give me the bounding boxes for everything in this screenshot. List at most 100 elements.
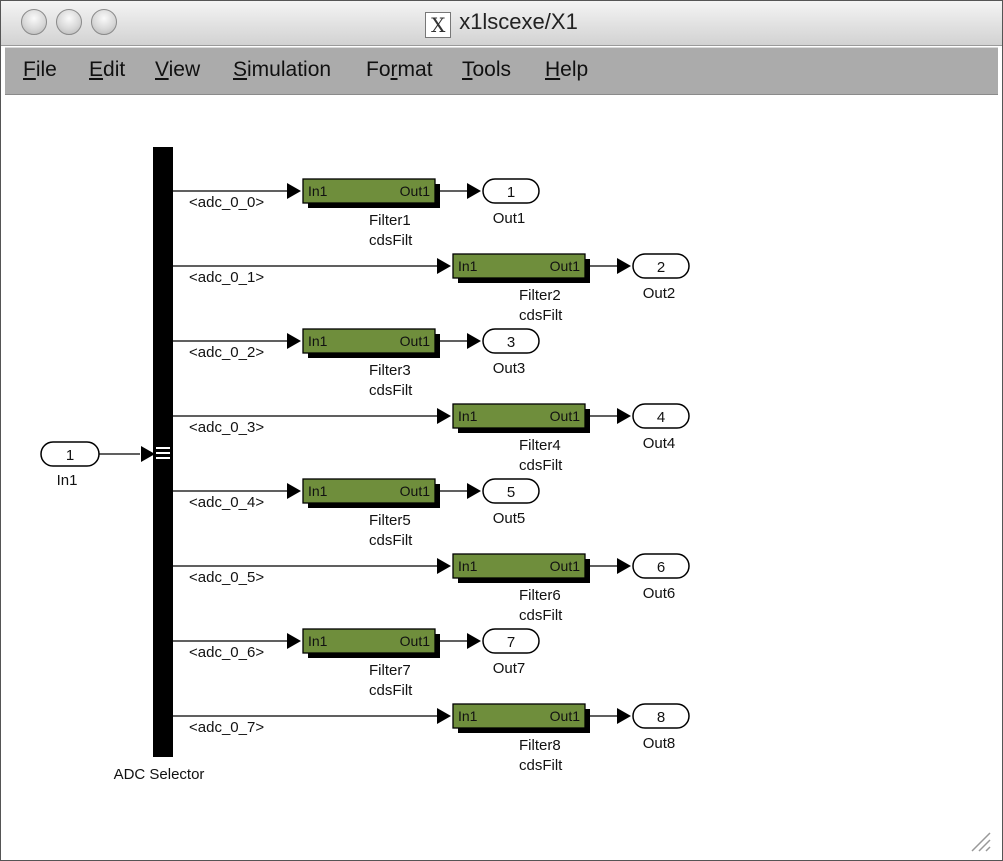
filter-type: cdsFilt — [369, 532, 413, 549]
filter-in-port-label: In1 — [458, 258, 478, 274]
block-input-arrow-icon — [437, 408, 451, 424]
filter-in-port-label: In1 — [458, 708, 478, 724]
outport-label: Out1 — [493, 210, 526, 227]
signal-label: <adc_0_6> — [189, 644, 264, 661]
outport-arrow-icon — [617, 408, 631, 424]
filter-name: Filter4 — [519, 437, 561, 454]
filter-in-port-label: In1 — [308, 183, 328, 199]
block-input-arrow-icon — [287, 333, 301, 349]
inport-label: In1 — [57, 472, 78, 489]
filter-type: cdsFilt — [369, 682, 413, 699]
menu-edit[interactable]: Edit — [89, 58, 126, 81]
inport-number: 1 — [66, 447, 74, 464]
filter-type: cdsFilt — [519, 757, 563, 774]
outport-block[interactable] — [632, 403, 690, 429]
outport-label: Out4 — [643, 435, 676, 452]
outport-arrow-icon — [617, 708, 631, 724]
selector-label: ADC Selector — [114, 766, 205, 783]
outport-label: Out7 — [493, 660, 526, 677]
outport-number: 1 — [507, 184, 515, 201]
menu-help[interactable]: Help — [545, 58, 589, 81]
outport-arrow-icon — [617, 558, 631, 574]
outport-block[interactable] — [482, 328, 540, 354]
outport-block[interactable] — [482, 628, 540, 654]
signal-label: <adc_0_4> — [189, 494, 264, 511]
inport-arrow-icon — [141, 446, 155, 462]
filter-in-port-label: In1 — [458, 408, 478, 424]
filter-block[interactable] — [452, 703, 586, 729]
filter-out-port-label: Out1 — [550, 408, 581, 424]
filter-block[interactable] — [302, 478, 436, 504]
menu-format[interactable]: Format — [366, 58, 433, 81]
selector-port-mark — [156, 447, 170, 449]
outport-label: Out3 — [493, 360, 526, 377]
outport-arrow-icon — [467, 633, 481, 649]
minimize-window-button[interactable] — [56, 9, 82, 35]
outport-arrow-icon — [467, 483, 481, 499]
signal-label: <adc_0_5> — [189, 569, 264, 586]
filter-name: Filter1 — [369, 212, 411, 229]
outport-arrow-icon — [617, 258, 631, 274]
block-input-arrow-icon — [287, 183, 301, 199]
close-window-button[interactable] — [21, 9, 47, 35]
selector-port-mark — [156, 457, 170, 459]
block-input-arrow-icon — [437, 258, 451, 274]
filter-type: cdsFilt — [519, 457, 563, 474]
block-input-arrow-icon — [437, 708, 451, 724]
outport-number: 3 — [507, 334, 515, 351]
filter-in-port-label: In1 — [308, 333, 328, 349]
filter-in-port-label: In1 — [458, 558, 478, 574]
outport-number: 4 — [657, 409, 665, 426]
outport-block[interactable] — [482, 478, 540, 504]
filter-name: Filter3 — [369, 362, 411, 379]
outport-block[interactable] — [482, 178, 540, 204]
resize-grip-icon[interactable] — [968, 829, 992, 853]
outport-number: 8 — [657, 709, 665, 726]
outport-label: Out5 — [493, 510, 526, 527]
filter-block[interactable] — [452, 253, 586, 279]
filter-in-port-label: In1 — [308, 633, 328, 649]
outport-arrow-icon — [467, 333, 481, 349]
menu-tools[interactable]: Tools — [462, 58, 512, 81]
outport-label: Out2 — [643, 285, 676, 302]
filter-name: Filter8 — [519, 737, 561, 754]
filter-name: Filter5 — [369, 512, 411, 529]
outport-number: 2 — [657, 259, 665, 276]
filter-block[interactable] — [302, 628, 436, 654]
filter-type: cdsFilt — [519, 307, 563, 324]
filter-block[interactable] — [302, 328, 436, 354]
filter-type: cdsFilt — [369, 232, 413, 249]
filter-out-port-label: Out1 — [550, 558, 581, 574]
outport-label: Out8 — [643, 735, 676, 752]
filter-out-port-label: Out1 — [400, 333, 431, 349]
filter-in-port-label: In1 — [308, 483, 328, 499]
filter-out-port-label: Out1 — [400, 183, 431, 199]
outport-label: Out6 — [643, 585, 676, 602]
zoom-window-button[interactable] — [91, 9, 117, 35]
outport-block[interactable] — [632, 253, 690, 279]
outport-number: 6 — [657, 559, 665, 576]
signal-label: <adc_0_1> — [189, 269, 264, 286]
filter-block[interactable] — [452, 553, 586, 579]
block-input-arrow-icon — [287, 483, 301, 499]
menu-file[interactable]: File — [23, 58, 57, 81]
outport-block[interactable] — [632, 553, 690, 579]
filter-out-port-label: Out1 — [400, 483, 431, 499]
signal-label: <adc_0_0> — [189, 194, 264, 211]
filter-out-port-label: Out1 — [400, 633, 431, 649]
filter-type: cdsFilt — [519, 607, 563, 624]
menu-simulation[interactable]: Simulation — [233, 58, 332, 81]
filter-name: Filter6 — [519, 587, 561, 604]
selector-port-mark — [156, 452, 170, 454]
filter-out-port-label: Out1 — [550, 258, 581, 274]
menu-view[interactable]: View — [155, 58, 201, 81]
outport-block[interactable] — [632, 703, 690, 729]
filter-name: Filter7 — [369, 662, 411, 679]
x11-icon: X — [425, 12, 452, 38]
outport-number: 5 — [507, 484, 515, 501]
block-input-arrow-icon — [287, 633, 301, 649]
